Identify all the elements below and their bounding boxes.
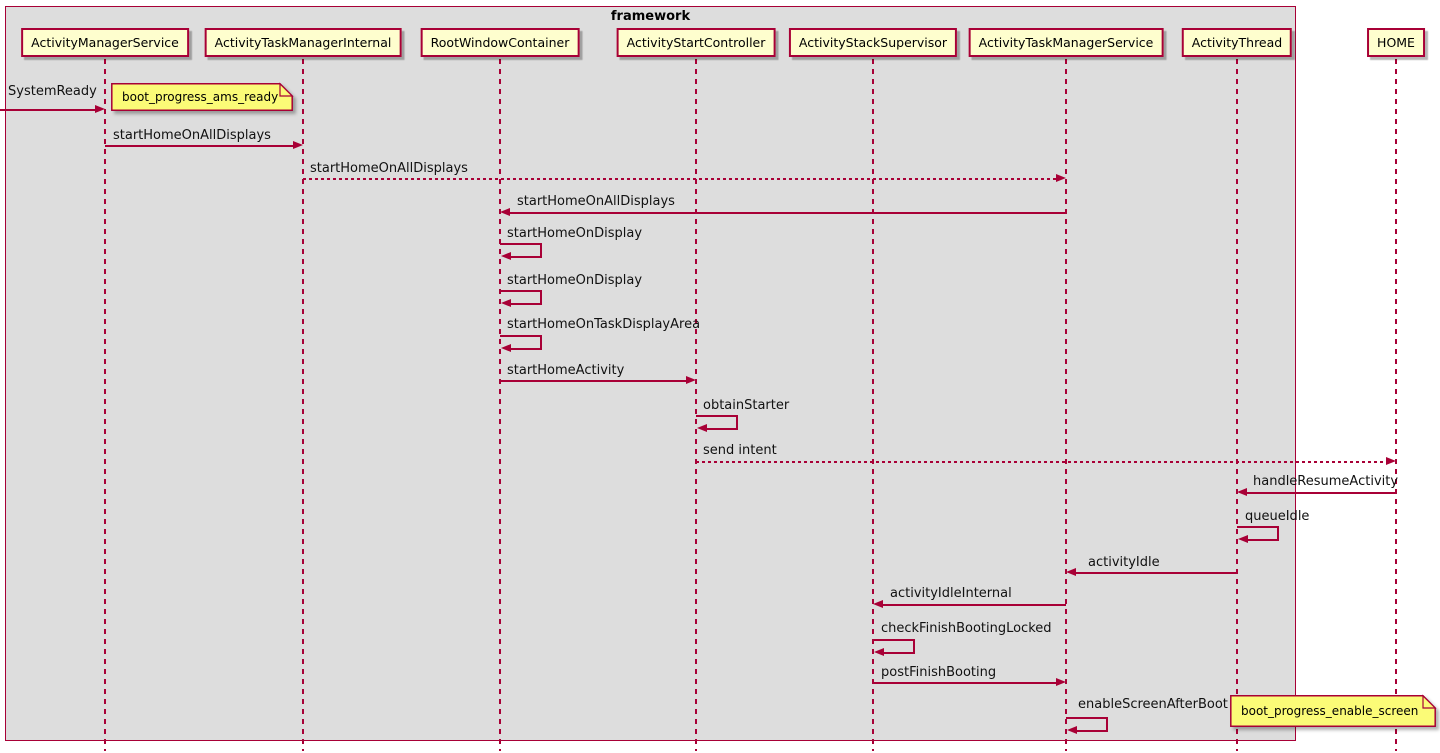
message-label: checkFinishBootingLocked xyxy=(881,621,1052,636)
message-line xyxy=(500,290,542,292)
participant-HOME: HOME xyxy=(1367,28,1425,57)
participant-ActivityTaskManagerService: ActivityTaskManagerService xyxy=(968,28,1164,57)
message-label: queueIdle xyxy=(1245,509,1310,524)
message-line xyxy=(696,461,1387,463)
lifeline-HOME xyxy=(1395,59,1397,751)
participant-label: ActivityStartController xyxy=(626,35,766,50)
participant-RootWindowContainer: RootWindowContainer xyxy=(420,28,580,57)
message-label: send intent xyxy=(703,443,777,458)
arrowhead-left-icon xyxy=(1238,535,1248,543)
arrowhead-left-icon xyxy=(873,600,883,608)
arrowhead-right-icon xyxy=(1056,174,1066,182)
message-label: postFinishBooting xyxy=(881,665,997,680)
arrowhead-right-icon xyxy=(1386,457,1396,465)
lifeline-ActivityTaskManagerService xyxy=(1065,59,1067,751)
message-label: startHomeOnDisplay xyxy=(507,226,643,241)
lifeline-ActivityManagerService xyxy=(104,59,106,751)
arrowhead-left-icon xyxy=(501,252,511,260)
message-line xyxy=(1237,526,1279,528)
message-line xyxy=(509,212,1066,214)
message-label: activityIdleInternal xyxy=(890,586,1012,601)
message-line xyxy=(883,652,915,654)
message-label: startHomeOnTaskDisplayArea xyxy=(507,317,701,332)
message-label: SystemReady xyxy=(8,84,97,99)
message-line xyxy=(1076,730,1108,732)
message-label: startHomeOnAllDisplays xyxy=(517,194,675,209)
lifeline-ActivityStartController xyxy=(695,59,697,751)
message-line xyxy=(510,303,542,305)
message-line xyxy=(510,256,542,258)
message-line xyxy=(500,335,542,337)
arrowhead-left-icon xyxy=(1067,726,1077,734)
framework-frame: framework xyxy=(5,6,1296,741)
message-line xyxy=(500,380,687,382)
note-text: boot_progress_enable_screen xyxy=(1241,704,1419,718)
arrowhead-left-icon xyxy=(501,344,511,352)
arrowhead-right-icon xyxy=(293,141,303,149)
arrowhead-left-icon xyxy=(501,299,511,307)
message-line xyxy=(0,109,96,111)
participant-label: RootWindowContainer xyxy=(430,35,570,50)
participant-ActivityStackSupervisor: ActivityStackSupervisor xyxy=(788,28,958,57)
arrowhead-right-icon xyxy=(95,105,105,113)
participant-ActivityManagerService: ActivityManagerService xyxy=(21,28,189,57)
arrowhead-left-icon xyxy=(1237,488,1247,496)
participant-label: HOME xyxy=(1377,35,1415,50)
note xyxy=(1230,694,1437,727)
message-line xyxy=(1075,572,1237,574)
message-line xyxy=(500,243,542,245)
message-line xyxy=(303,178,1057,180)
arrowhead-right-icon xyxy=(1056,678,1066,686)
lifeline-RootWindowContainer xyxy=(499,59,501,751)
arrowhead-left-icon xyxy=(1066,568,1076,576)
lifeline-ActivityThread xyxy=(1236,59,1238,751)
message-label: activityIdle xyxy=(1088,555,1160,570)
message-line xyxy=(1106,717,1108,732)
participant-label: ActivityStackSupervisor xyxy=(798,35,948,50)
message-label: startHomeOnAllDisplays xyxy=(113,128,271,143)
participant-label: ActivityManagerService xyxy=(31,35,179,50)
message-label: startHomeOnAllDisplays xyxy=(310,161,468,176)
message-line xyxy=(873,682,1057,684)
frame-title: framework xyxy=(610,9,691,24)
lifeline-ActivityStackSupervisor xyxy=(872,59,874,751)
note-text: boot_progress_ams_ready xyxy=(122,90,279,104)
message-line xyxy=(706,428,738,430)
participant-label: ActivityThread xyxy=(1191,35,1283,50)
arrowhead-right-icon xyxy=(686,376,696,384)
message-line xyxy=(696,415,738,417)
message-label: handleResumeActivity xyxy=(1253,474,1399,489)
participant-label: ActivityTaskManagerService xyxy=(978,35,1154,50)
arrowhead-left-icon xyxy=(500,208,510,216)
message-line xyxy=(913,639,915,654)
message-line xyxy=(510,348,542,350)
message-line xyxy=(540,335,542,350)
message-label: enableScreenAfterBoot xyxy=(1078,697,1228,712)
participant-ActivityTaskManagerInternal: ActivityTaskManagerInternal xyxy=(204,28,402,57)
message-line xyxy=(540,243,542,258)
message-line xyxy=(736,415,738,430)
message-line xyxy=(873,639,915,641)
message-line xyxy=(105,145,294,147)
message-label: startHomeActivity xyxy=(507,363,625,378)
message-line xyxy=(1066,717,1108,719)
message-line xyxy=(1277,526,1279,541)
message-label: startHomeOnDisplay xyxy=(507,273,643,288)
note xyxy=(111,82,294,111)
participant-ActivityThread: ActivityThread xyxy=(1181,28,1293,57)
arrowhead-left-icon xyxy=(697,424,707,432)
lifeline-ActivityTaskManagerInternal xyxy=(302,59,304,751)
participant-label: ActivityTaskManagerInternal xyxy=(214,35,392,50)
participant-ActivityStartController: ActivityStartController xyxy=(616,28,776,57)
message-label: obtainStarter xyxy=(703,398,790,413)
arrowhead-left-icon xyxy=(874,648,884,656)
message-line xyxy=(1247,539,1279,541)
message-line xyxy=(882,604,1066,606)
message-line xyxy=(1246,492,1396,494)
message-line xyxy=(540,290,542,305)
